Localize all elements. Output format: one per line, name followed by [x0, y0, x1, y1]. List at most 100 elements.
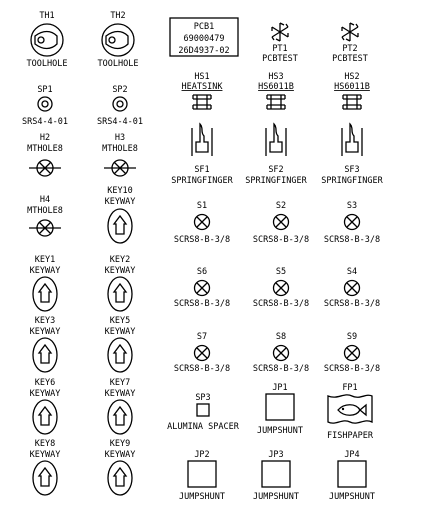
sp2-component[interactable]: SP2 SRS4-4-01 [97, 85, 143, 127]
hs2-ref: HS2 [344, 72, 359, 82]
s6-component[interactable]: S6 SCRS8-B-3/8 [174, 267, 230, 309]
s2-component[interactable]: S2 SCRS8-B-3/8 [253, 201, 309, 245]
mounting-hole-icon [29, 219, 61, 237]
key6-ref: KEY6 [35, 378, 55, 388]
pt2-component[interactable]: PT2 PCBTEST [332, 22, 368, 64]
jp1-ref: JP1 [272, 383, 287, 393]
h4-component[interactable]: H4 MTHOLE8 [27, 195, 63, 237]
s9-component[interactable]: S9 SCRS8-B-3/8 [324, 332, 380, 374]
s3-type: SCRS8-B-3/8 [324, 235, 380, 245]
key1-component[interactable]: KEY1 KEYWAY [30, 255, 61, 312]
key10-component[interactable]: KEY10 KEYWAY [105, 186, 136, 244]
hs3-component[interactable]: HS3 HS6011B [258, 72, 294, 110]
sp3-ref: SP3 [195, 393, 210, 403]
heatsink-icon [342, 94, 362, 110]
screw-icon [193, 344, 211, 362]
s5-component[interactable]: S5 SCRS8-B-3/8 [253, 267, 309, 309]
key2-component[interactable]: KEY2 KEYWAY [105, 255, 136, 312]
sf2-type: SPRINGFINGER [245, 176, 307, 186]
sp3-type: ALUMINA SPACER [167, 422, 240, 432]
key1-ref: KEY1 [35, 255, 55, 265]
fp1-component[interactable]: FP1 FISHPAPER [327, 383, 374, 441]
s3-component[interactable]: S3 SCRS8-B-3/8 [324, 201, 380, 245]
keyway-icon [107, 337, 133, 373]
jumpshunt-icon [337, 460, 367, 488]
key9-component[interactable]: KEY9 KEYWAY [105, 439, 136, 496]
toolhole-icon [30, 23, 64, 57]
pt1-ref: PT1 [272, 44, 287, 54]
jp2-component[interactable]: JP2 JUMPSHUNT [179, 450, 225, 502]
sp1-ref: SP1 [37, 85, 52, 95]
key3-type: KEYWAY [30, 327, 61, 337]
spacer-icon [37, 96, 53, 112]
s4-component[interactable]: S4 SCRS8-B-3/8 [324, 267, 380, 309]
s7-ref: S7 [197, 332, 207, 342]
sf3-ref: SF3 [344, 165, 359, 175]
sf2-component[interactable]: SF2 SPRINGFINGER [245, 122, 308, 186]
screw-icon [343, 279, 361, 297]
springfinger-icon [191, 122, 213, 156]
springfinger-icon [265, 122, 287, 156]
key3-component[interactable]: KEY3 KEYWAY [30, 316, 61, 373]
jp4-type: JUMPSHUNT [329, 492, 375, 502]
h3-component[interactable]: H3 MTHOLE8 [102, 133, 138, 177]
s9-type: SCRS8-B-3/8 [324, 364, 380, 374]
s8-type: SCRS8-B-3/8 [253, 364, 309, 374]
key8-component[interactable]: KEY8 KEYWAY [30, 439, 61, 496]
key2-type: KEYWAY [105, 266, 136, 276]
key7-type: KEYWAY [105, 389, 136, 399]
h2-type: MTHOLE8 [27, 144, 63, 154]
sp2-ref: SP2 [112, 85, 127, 95]
s9-ref: S9 [347, 332, 357, 342]
th2-ref: TH2 [110, 11, 125, 21]
s6-ref: S6 [197, 267, 207, 277]
key5-component[interactable]: KEY5 KEYWAY [105, 316, 136, 373]
sf1-component[interactable]: SF1 SPRINGFINGER [171, 122, 234, 186]
pt1-component[interactable]: PT1 PCBTEST [262, 22, 298, 64]
pt1-type: PCBTEST [262, 54, 298, 64]
springfinger-icon [341, 122, 363, 156]
key6-component[interactable]: KEY6 KEYWAY [30, 378, 61, 435]
h4-ref: H4 [40, 195, 50, 205]
keyway-icon [32, 276, 58, 312]
key6-type: KEYWAY [30, 389, 61, 399]
sf3-component[interactable]: SF3 SPRINGFINGER [321, 122, 384, 186]
hs1-component[interactable]: HS1 HEATSINK [182, 72, 224, 110]
key10-ref: KEY10 [107, 186, 133, 196]
s7-component[interactable]: S7 SCRS8-B-3/8 [174, 332, 230, 374]
th1-type: TOOLHOLE [27, 59, 68, 69]
th2-component[interactable]: TH2 TOOLHOLE [98, 11, 139, 69]
s2-type: SCRS8-B-3/8 [253, 235, 309, 245]
mounting-hole-icon [29, 159, 61, 177]
h2-component[interactable]: H2 MTHOLE8 [27, 133, 63, 177]
s6-type: SCRS8-B-3/8 [174, 299, 230, 309]
key5-ref: KEY5 [110, 316, 130, 326]
s4-ref: S4 [347, 267, 357, 277]
h2-ref: H2 [40, 133, 50, 143]
spacer-icon [112, 96, 128, 112]
jp2-ref: JP2 [194, 450, 209, 460]
jp4-component[interactable]: JP4 JUMPSHUNT [329, 450, 375, 502]
jp1-component[interactable]: JP1 JUMPSHUNT [257, 383, 303, 436]
s1-component[interactable]: S1 SCRS8-B-3/8 [174, 201, 230, 245]
sp1-component[interactable]: SP1 SRS4-4-01 [22, 85, 68, 127]
jp3-component[interactable]: JP3 JUMPSHUNT [253, 450, 299, 502]
pcb1-line1: 69000479 [184, 34, 225, 44]
sp2-type: SRS4-4-01 [97, 117, 143, 127]
sp3-component[interactable]: SP3 ALUMINA SPACER [167, 393, 240, 432]
hs2-component[interactable]: HS2 HS6011B [334, 72, 370, 110]
s3-ref: S3 [347, 201, 357, 211]
th1-component[interactable]: TH1 TOOLHOLE [27, 11, 68, 69]
key8-type: KEYWAY [30, 450, 61, 460]
pt2-ref: PT2 [342, 44, 357, 54]
keyway-icon [107, 460, 133, 496]
testpoint-icon [271, 22, 289, 42]
pcb1-component[interactable]: PCB1 69000479 26D4937-02 [169, 17, 239, 57]
s8-component[interactable]: S8 SCRS8-B-3/8 [253, 332, 309, 374]
s4-type: SCRS8-B-3/8 [324, 299, 380, 309]
key1-type: KEYWAY [30, 266, 61, 276]
screw-icon [272, 213, 290, 231]
key7-component[interactable]: KEY7 KEYWAY [105, 378, 136, 435]
th1-ref: TH1 [39, 11, 54, 21]
key2-ref: KEY2 [110, 255, 130, 265]
